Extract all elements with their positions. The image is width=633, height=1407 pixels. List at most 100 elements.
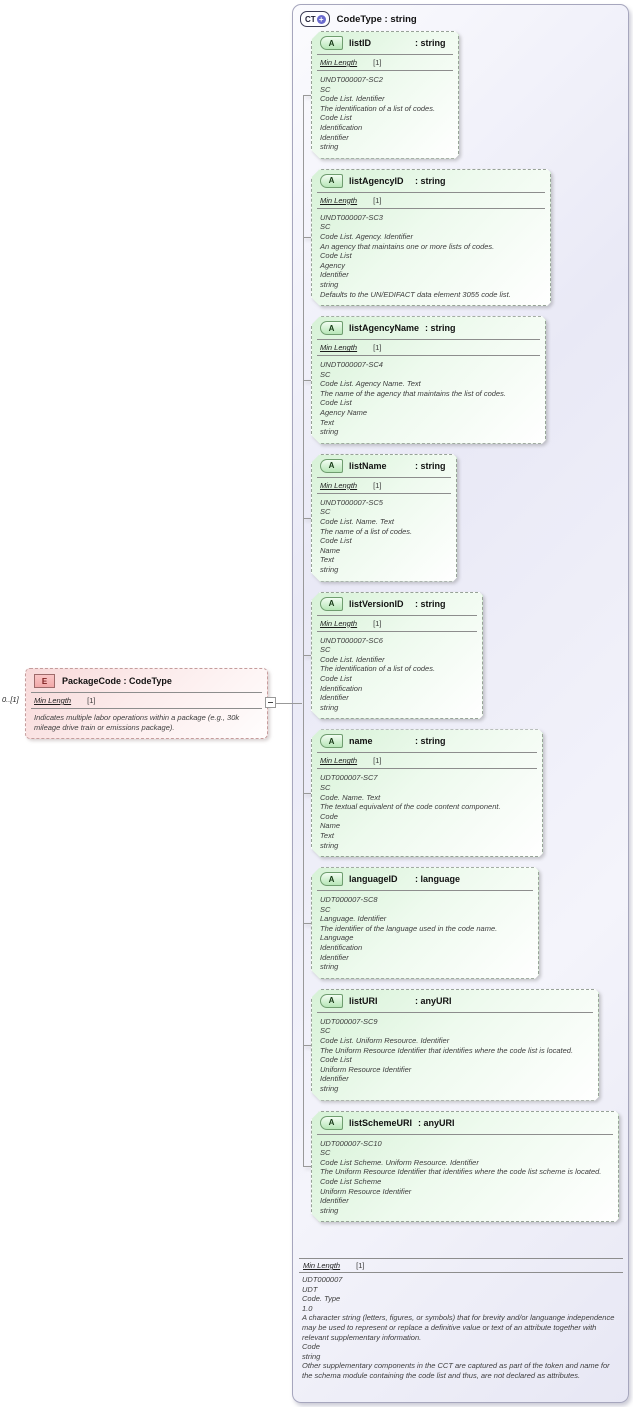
attribute-icon: A: [320, 734, 343, 748]
annotation-text: UNDT000007-SC5 SC Code List. Name. Text …: [320, 497, 413, 574]
attribute-box-listname[interactable]: A listName : string Min Length [1] UNDT0…: [303, 454, 457, 582]
facet-label: Min Length: [320, 343, 358, 353]
attribute-type: : string: [415, 598, 446, 609]
divider: [317, 768, 537, 769]
facet-label: Min Length: [303, 1261, 341, 1270]
attribute-type: : anyURI: [418, 1117, 455, 1128]
attribute-box-listid[interactable]: A listID : string Min Length [1] UNDT000…: [303, 31, 459, 159]
complex-type-icon-label: CT: [305, 14, 316, 24]
divider: [317, 1012, 593, 1013]
attribute-header: A name : string: [312, 730, 542, 750]
divider: [317, 192, 545, 193]
attribute-header: A listURI : anyURI: [312, 990, 598, 1010]
facet-row: Min Length [1]: [312, 195, 550, 206]
attribute-icon: A: [320, 459, 343, 473]
facet-row: Min Length [1]: [312, 57, 458, 68]
complex-type-title: CodeType : string: [336, 13, 417, 25]
expand-plus-icon: +: [316, 14, 326, 24]
divider: [317, 493, 451, 494]
complex-type-icon: CT +: [300, 11, 330, 27]
divider: [317, 752, 537, 753]
collapse-toggle-icon[interactable]: [265, 697, 276, 708]
facet-row: Min Length [1]: [312, 342, 545, 353]
facet-row: Min Length [1]: [312, 618, 482, 629]
connector-line: [268, 703, 302, 704]
attribute-name: listAgencyName: [349, 323, 420, 334]
attribute-type: : string: [415, 175, 446, 186]
annotation-text: UDT000007-SC9 SC Code List. Uniform Reso…: [320, 1016, 574, 1093]
attribute-icon: A: [320, 597, 343, 611]
element-box-packagecode[interactable]: E PackageCode : CodeType Min Length [1] …: [25, 668, 268, 740]
attribute-icon: A: [320, 36, 343, 50]
divider: [317, 1134, 613, 1135]
complex-type-box-codetype: CT + CodeType : string A listID : string…: [292, 4, 629, 1403]
attribute-icon: A: [320, 1116, 343, 1130]
attribute-name: listSchemeURI: [349, 1117, 413, 1128]
attribute-name: listURI: [349, 995, 378, 1006]
attribute-box-listuri[interactable]: A listURI : anyURI UDT000007-SC9 SC Code…: [303, 989, 599, 1101]
annotation-text: UNDT000007-SC3 SC Code List. Agency. Ide…: [320, 212, 511, 299]
facet-value: [1]: [87, 696, 96, 705]
attribute-header: A listVersionID : string: [312, 593, 482, 613]
attribute-icon: A: [320, 174, 343, 188]
attribute-header: A listAgencyID : string: [312, 170, 550, 190]
annotation-text: UDT000007-SC10 SC Code List Scheme. Unif…: [320, 1138, 602, 1215]
attribute-header: A listID : string: [312, 32, 458, 52]
facet-value: [1]: [373, 343, 382, 353]
annotation-text: UNDT000007-SC6 SC Code List. Identifier …: [320, 635, 436, 712]
attribute-header: A languageID : language: [312, 868, 538, 888]
facet-value: [1]: [373, 58, 382, 67]
attribute-name: languageID: [349, 874, 398, 885]
annotation-text: UNDT000007-SC4 SC Code List. Agency Name…: [320, 360, 506, 437]
divider: [317, 631, 477, 632]
divider: [317, 70, 453, 71]
attribute-name: listVersionID: [349, 598, 404, 609]
divider: [317, 477, 451, 478]
facet-value: [1]: [373, 618, 382, 628]
facet-label: Min Length: [320, 756, 358, 766]
divider: [317, 890, 533, 891]
attribute-type: : anyURI: [415, 995, 452, 1006]
facet-value: [1]: [373, 480, 382, 490]
facet-label: Min Length: [34, 696, 72, 705]
element-header: E PackageCode : CodeType: [26, 669, 267, 690]
attribute-type: : string: [415, 460, 446, 471]
divider: [317, 355, 540, 356]
complex-type-header[interactable]: CT + CodeType : string: [293, 5, 628, 31]
annotation-text: UDT000007-SC7 SC Code. Name. Text The te…: [320, 773, 501, 850]
attribute-box-listagencyid[interactable]: A listAgencyID : string Min Length [1] U…: [303, 169, 551, 306]
type-annotation-text: UDT000007 UDT Code. Type 1.0 A character…: [302, 1275, 615, 1380]
attribute-type: : string: [425, 323, 456, 334]
attribute-name: listName: [349, 460, 387, 471]
facet-value: [1]: [356, 1261, 365, 1270]
attribute-header: A listSchemeURI : anyURI: [312, 1112, 618, 1132]
attribute-box-languageid[interactable]: A languageID : language UDT000007-SC8 SC…: [303, 867, 539, 979]
divider: [317, 339, 540, 340]
facet-row: Min Length [1]: [26, 695, 267, 706]
annotation-text: UNDT000007-SC2 SC Code List. Identifier …: [320, 75, 436, 152]
facet-value: [1]: [373, 756, 382, 766]
facet-label: Min Length: [320, 58, 358, 67]
divider: [317, 615, 477, 616]
attribute-box-listagencyname[interactable]: A listAgencyName : string Min Length [1]…: [303, 316, 546, 444]
attribute-box-listschemeuri[interactable]: A listSchemeURI : anyURI UDT000007-SC10 …: [303, 1111, 619, 1223]
attribute-type: : string: [415, 736, 446, 747]
divider: [317, 208, 545, 209]
element-title: PackageCode : CodeType: [62, 676, 172, 686]
attribute-box-name[interactable]: A name : string Min Length [1] UDT000007…: [303, 729, 543, 857]
annotation-text: Indicates multiple labor operations with…: [34, 713, 240, 732]
facet-row: Min Length [1]: [312, 755, 542, 766]
annotation-text: UDT000007-SC8 SC Language. Identifier Th…: [320, 895, 498, 972]
attribute-icon: A: [320, 994, 343, 1008]
attribute-name: listID: [349, 38, 372, 48]
type-documentation: Min Length [1] UDT000007 UDT Code. Type …: [298, 1258, 624, 1383]
facet-label: Min Length: [320, 618, 358, 628]
divider: [31, 708, 262, 709]
attribute-box-listversionid[interactable]: A listVersionID : string Min Length [1] …: [303, 592, 483, 720]
attribute-stack: A listID : string Min Length [1] UNDT000…: [303, 31, 619, 1232]
element-icon: E: [34, 674, 55, 688]
attribute-name: name: [349, 736, 373, 747]
facet-value: [1]: [373, 195, 382, 205]
divider: [31, 692, 262, 693]
facet-label: Min Length: [320, 195, 358, 205]
